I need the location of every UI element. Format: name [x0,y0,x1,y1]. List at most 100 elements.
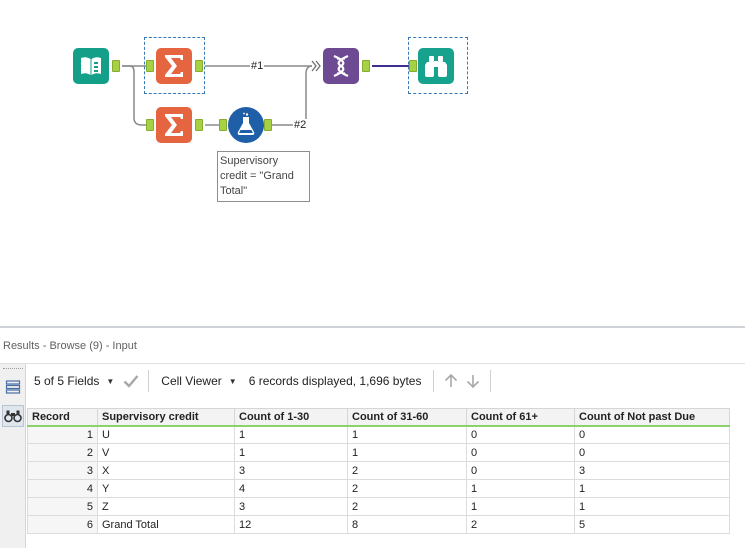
formula-annotation: Supervisory credit = "Grand Total" [217,151,310,202]
workflow-canvas[interactable]: #1 #2 Supervisory credit = "Grand Total" [0,0,745,326]
cell-viewer-label: Cell Viewer [161,374,222,388]
table-row[interactable]: 5 Z 3 2 1 1 [27,497,730,516]
scroll-up-button[interactable] [440,370,462,392]
table-cell[interactable]: 12 [234,515,348,534]
table-cell[interactable]: 0 [574,443,730,462]
summarize-2-input-anchor[interactable] [146,119,154,131]
column-header-count-not-past-due[interactable]: Count of Not past Due [574,408,730,427]
join-tool[interactable] [323,48,359,84]
results-title: Results - Browse (9) - Input [3,340,137,352]
column-header-record[interactable]: Record [27,408,98,427]
table-cell[interactable]: Grand Total [97,515,235,534]
summarize-1-input-anchor[interactable] [146,60,154,72]
results-side-bar [0,364,26,548]
binoculars-icon [4,410,22,423]
table-cell[interactable]: 2 [466,515,575,534]
toolbar-separator [148,370,150,392]
table-row[interactable]: 3 X 3 2 0 3 [27,461,730,480]
toolbar-separator [490,370,492,392]
table-cell[interactable]: 2 [347,497,467,516]
sigma-icon [165,55,183,77]
column-header-count-1-30[interactable]: Count of 1-30 [234,408,348,427]
results-grid[interactable]: Record Supervisory credit Count of 1-30 … [27,408,730,534]
input-output-anchor[interactable] [112,60,120,72]
summarize-tool-2[interactable] [156,107,192,143]
table-cell[interactable]: 1 [234,425,348,444]
table-row[interactable]: 4 Y 4 2 1 1 [27,479,730,498]
connection-wires [122,65,410,126]
formula-tool[interactable] [228,107,264,143]
table-view-button[interactable] [2,376,24,398]
table-cell[interactable]: 3 [574,461,730,480]
summarize-tool-1[interactable] [156,48,192,84]
annotation-line-3: Total" [220,185,248,197]
table-cell[interactable]: Z [97,497,235,516]
chevron-down-icon: ▼ [106,376,115,386]
table-cell[interactable]: 1 [234,443,348,462]
arrow-up-icon [445,373,458,387]
record-cell[interactable]: 5 [27,497,98,516]
results-panel: Results - Browse (9) - Input 5 of 5 Fiel… [0,326,745,548]
table-cell[interactable]: 0 [466,461,575,480]
results-toolbar: 5 of 5 Fields ▼ Cell Viewer ▼ 6 records … [26,364,745,398]
formula-output-anchor[interactable] [264,119,272,131]
table-cell[interactable]: 1 [347,443,467,462]
input-tool[interactable] [73,48,109,84]
column-header-count-61-plus[interactable]: Count of 61+ [466,408,575,427]
record-cell[interactable]: 1 [27,425,98,444]
flask-icon [237,112,255,135]
table-cell[interactable]: U [97,425,235,444]
table-cell[interactable]: 1 [347,425,467,444]
table-cell[interactable]: 0 [466,443,575,462]
table-cell[interactable]: 1 [574,497,730,516]
book-icon [81,57,101,75]
browse-tool[interactable] [418,48,454,84]
record-cell[interactable]: 2 [27,443,98,462]
summarize-1-output-anchor[interactable] [195,60,203,72]
cell-viewer-dropdown[interactable]: Cell Viewer ▼ [155,369,242,393]
record-cell[interactable]: 6 [27,515,98,534]
table-cell[interactable]: 0 [466,425,575,444]
fields-dropdown[interactable]: 5 of 5 Fields ▼ [26,369,120,393]
record-cell[interactable]: 4 [27,479,98,498]
arrow-down-icon [467,375,480,389]
record-cell[interactable]: 3 [27,461,98,480]
join-output-anchor[interactable] [362,60,370,72]
annotation-line-2: credit = "Grand [220,170,294,182]
selection-box-browse [408,37,468,94]
browse-input-anchor[interactable] [409,60,417,72]
table-cell[interactable]: 1 [466,479,575,498]
table-cell[interactable]: 0 [574,425,730,444]
browse-view-button[interactable] [2,405,24,427]
scroll-down-button[interactable] [462,370,484,392]
sigma-icon [165,114,183,136]
side-grip[interactable] [3,368,23,370]
table-row[interactable]: 2 V 1 1 0 0 [27,443,730,462]
table-cell[interactable]: 4 [234,479,348,498]
wire-input-to-summarize-2 [122,65,146,126]
table-cell[interactable]: 8 [347,515,467,534]
join-input-connector[interactable] [311,60,321,72]
results-splitter[interactable] [0,326,745,328]
table-cell[interactable]: V [97,443,235,462]
table-row[interactable]: 1 U 1 1 0 0 [27,425,730,444]
table-cell[interactable]: Y [97,479,235,498]
records-info: 6 records displayed, 1,696 bytes [248,374,422,388]
column-header-supervisory-credit[interactable]: Supervisory credit [97,408,235,427]
table-cell[interactable]: 3 [234,497,348,516]
table-cell[interactable]: 3 [234,461,348,480]
table-cell[interactable]: X [97,461,235,480]
summarize-2-output-anchor[interactable] [195,119,203,131]
table-cell[interactable]: 2 [347,479,467,498]
annotation-line-1: Supervisory [220,155,279,167]
column-header-count-31-60[interactable]: Count of 31-60 [347,408,467,427]
apply-checkmark-button[interactable] [120,370,142,392]
table-cell[interactable]: 1 [466,497,575,516]
chevron-down-icon: ▼ [228,376,237,386]
table-row[interactable]: 6 Grand Total 12 8 2 5 [27,515,730,534]
table-cell[interactable]: 2 [347,461,467,480]
table-cell[interactable]: 1 [574,479,730,498]
formula-input-anchor[interactable] [219,119,227,131]
table-cell[interactable]: 5 [574,515,730,534]
dna-icon [333,54,349,78]
